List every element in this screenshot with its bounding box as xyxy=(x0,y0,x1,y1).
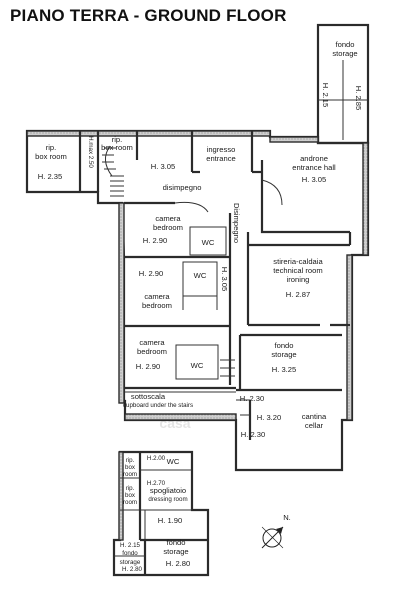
cantina-label-2: cellar xyxy=(305,421,324,430)
rip-box-small2-label-2: box xyxy=(125,492,136,499)
wc4-label: WC xyxy=(167,457,180,466)
camera3-label-2: bedroom xyxy=(137,347,167,356)
camera2-label-1: camera xyxy=(144,292,170,301)
fondo-storage-small-label-2: storage xyxy=(120,559,141,566)
wc1-label: WC xyxy=(202,238,215,247)
rip-box-small1-label-1: rip. xyxy=(126,457,135,464)
h-2-15-bottom-label: H. 2.15 xyxy=(120,542,141,549)
rip-box-right-label-1: rip. xyxy=(112,135,123,144)
fondo-storage-mid-label-2: storage xyxy=(271,350,296,359)
ingresso-label-1: ingresso xyxy=(207,145,236,154)
main-building-walls xyxy=(25,129,370,472)
disimpegno-vertical-label: Disimpegno xyxy=(232,203,241,243)
sottoscala-label-1: sottoscala xyxy=(131,392,166,401)
fondo-storage-small-label-1: fondo xyxy=(122,550,138,557)
room-labels: fondo storage H. 2.15 H. 2.85 rip. box r… xyxy=(35,40,363,573)
h-2-35-label: H. 2.35 xyxy=(38,172,62,181)
rip-box-small1-label-3: room xyxy=(123,471,137,478)
camera1-label-1: camera xyxy=(155,214,181,223)
stireria-label-3: ironing xyxy=(287,275,310,284)
h-2-30-a-label: H. 2.30 xyxy=(240,394,264,403)
h-3-05-a-label: H. 3.05 xyxy=(151,162,175,171)
h-2-00-label: H.2.00 xyxy=(147,455,166,462)
right-lower-partitions xyxy=(236,243,350,440)
h-2-30-b-label: H. 2.30 xyxy=(241,430,265,439)
camera3-label-1: camera xyxy=(139,338,165,347)
h-2-80-b-label: H. 2.80 xyxy=(166,559,190,568)
spogliatoio-label-2: dressing room xyxy=(148,496,187,503)
camera2-label-2: bedroom xyxy=(142,301,172,310)
north-arrow-icon: N. xyxy=(261,513,291,549)
stireria-label-2: technical room xyxy=(273,266,322,275)
camera1-label-2: bedroom xyxy=(153,223,183,232)
rip-box-right-label-2: box room xyxy=(101,143,133,152)
upper-partitions xyxy=(78,131,352,245)
page-title: PIANO TERRA - GROUND FLOOR xyxy=(10,6,287,25)
sottoscala-label-2: cupboard under the stairs xyxy=(123,402,193,409)
rip-box-small2-label-3: room xyxy=(123,499,137,506)
disimpegno-label: disimpegno xyxy=(163,183,202,192)
h-3-25-label: H. 3.25 xyxy=(272,365,296,374)
h-2-90-b-label: H. 2.90 xyxy=(139,269,163,278)
rip-box-small2-label-1: rip. xyxy=(126,485,135,492)
h-3-20-label: H. 3.20 xyxy=(257,413,281,422)
ingresso-label-2: entrance xyxy=(206,154,236,163)
wc2-label: WC xyxy=(194,271,207,280)
h-1-90-label: H. 1.90 xyxy=(158,516,182,525)
h-max-2-50-label: H.max 2.50 xyxy=(87,136,94,168)
h-2-87-label: H. 2.87 xyxy=(286,290,310,299)
h-2-70-label: H.2.70 xyxy=(147,480,166,487)
h-2-85-top-label: H. 2.85 xyxy=(354,86,363,110)
h-2-80-a-label: H. 2.80 xyxy=(122,566,143,573)
bedroom-partitions xyxy=(124,201,250,393)
h-3-05-b-label: H. 3.05 xyxy=(302,175,326,184)
h-3-05-c-label: H. 3.05 xyxy=(220,267,229,291)
bottom-annex xyxy=(112,450,210,577)
h-2-15-top-label: H. 2.15 xyxy=(321,83,330,107)
h-2-90-a-label: H. 2.90 xyxy=(143,236,167,245)
androne-label-1: androne xyxy=(300,154,328,163)
rip-box-left-label-1: rip. xyxy=(46,143,57,152)
fondo-storage-mid-label-1: fondo xyxy=(274,341,293,350)
androne-label-2: entrance hall xyxy=(292,163,336,172)
h-2-90-c-label: H. 2.90 xyxy=(136,362,160,371)
fondo-storage-bottom-label-2: storage xyxy=(163,547,188,556)
fondo-storage-bottom-label-1: fondo xyxy=(166,538,185,547)
wc3-label: WC xyxy=(191,361,204,370)
stireria-label-1: stireria-caldaia xyxy=(273,257,323,266)
rip-box-small1-label-2: box xyxy=(125,464,136,471)
spogliatoio-label-1: spogliatoio xyxy=(150,486,186,495)
north-label: N. xyxy=(283,513,291,522)
fondo-storage-top-label-2: storage xyxy=(332,49,357,58)
rip-box-left-label-2: box room xyxy=(35,152,67,161)
cantina-label-1: cantina xyxy=(302,412,327,421)
fondo-storage-top-label-1: fondo xyxy=(335,40,354,49)
